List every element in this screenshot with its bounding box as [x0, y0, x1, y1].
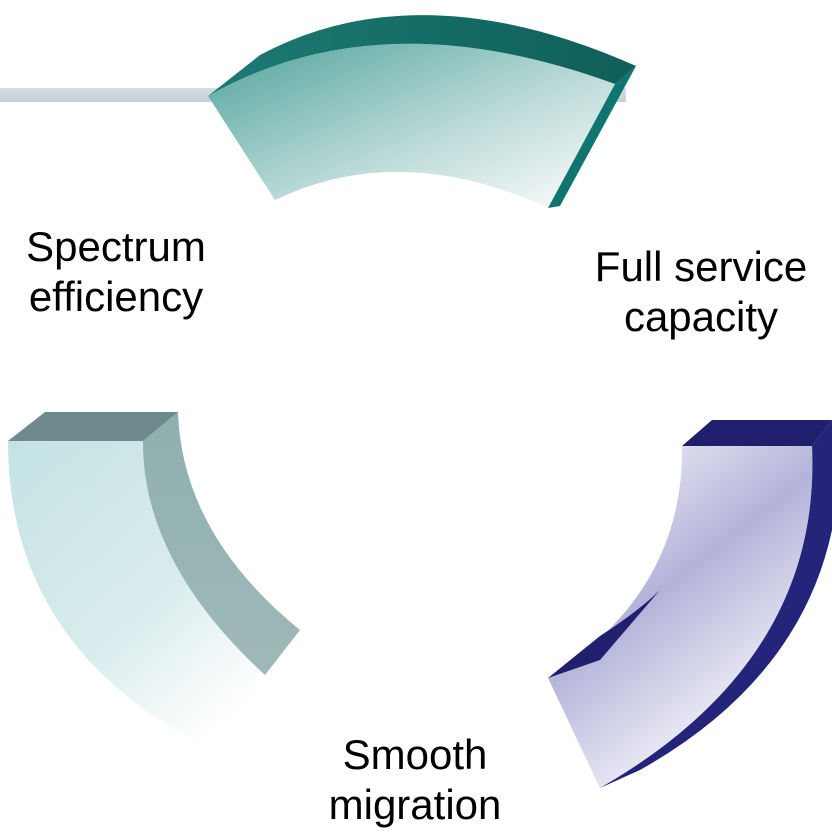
right-segment-top-edge	[682, 420, 832, 446]
right-segment-face	[548, 446, 813, 788]
label-full-service-line1: Full service	[594, 243, 808, 290]
top-segment-top-edge	[208, 15, 636, 96]
label-full-service-line2: capacity	[623, 293, 779, 340]
top-segment-side-edge	[548, 66, 636, 208]
left-segment-face	[8, 441, 260, 760]
label-smooth-line1: Smooth	[342, 731, 488, 778]
label-smooth-migration: Smooth migration	[290, 730, 540, 830]
left-segment-side	[142, 412, 300, 675]
right-segment	[548, 420, 832, 788]
left-segment	[8, 412, 300, 760]
top-segment-face	[208, 43, 615, 208]
left-segment-top-edge	[8, 412, 178, 441]
label-spectrum-efficiency: Spectrum efficiency	[0, 222, 232, 322]
decorative-bar	[0, 88, 250, 102]
label-smooth-line2: migration	[328, 781, 502, 828]
label-full-service-capacity: Full service capacity	[570, 242, 832, 342]
label-spectrum-line1: Spectrum	[26, 223, 206, 270]
top-segment	[208, 15, 636, 208]
label-spectrum-line2: efficiency	[28, 273, 204, 320]
right-segment-side-edge	[600, 420, 832, 788]
right-segment-bottom-edge	[548, 590, 660, 678]
